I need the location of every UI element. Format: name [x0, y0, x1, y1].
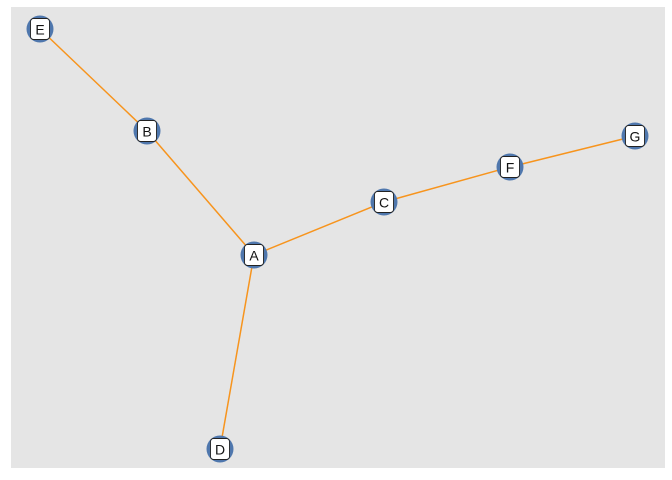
node-label-box [244, 244, 264, 266]
plot-panel [11, 7, 665, 468]
node-label-box [30, 18, 50, 40]
node-label: G [630, 129, 641, 145]
node-label: E [35, 22, 44, 38]
node-label-box [374, 191, 394, 213]
node-a[interactable]: A [240, 241, 268, 269]
node-label-box [210, 438, 230, 460]
node-label-box [625, 125, 645, 147]
node-c[interactable]: C [370, 188, 398, 216]
node-label: C [379, 195, 389, 211]
node-f[interactable]: F [496, 153, 524, 181]
node-e[interactable]: E [26, 15, 54, 43]
node-g[interactable]: G [621, 122, 649, 150]
node-label: A [249, 248, 259, 264]
edge-e-b [39, 28, 148, 132]
node-b[interactable]: B [133, 117, 161, 145]
node-d[interactable]: D [206, 435, 234, 463]
edge-b-a [146, 130, 255, 256]
node-label-box [500, 156, 520, 178]
edge-c-f [383, 166, 511, 203]
node-label-box [137, 120, 157, 142]
edge-a-c [253, 201, 385, 256]
edge-f-g [509, 135, 636, 168]
node-label: D [215, 442, 225, 458]
nodes: A B C D E F G [26, 15, 649, 463]
edge-a-d [219, 254, 255, 450]
edges [39, 28, 636, 450]
node-label: F [506, 160, 515, 176]
node-label: B [142, 124, 151, 140]
